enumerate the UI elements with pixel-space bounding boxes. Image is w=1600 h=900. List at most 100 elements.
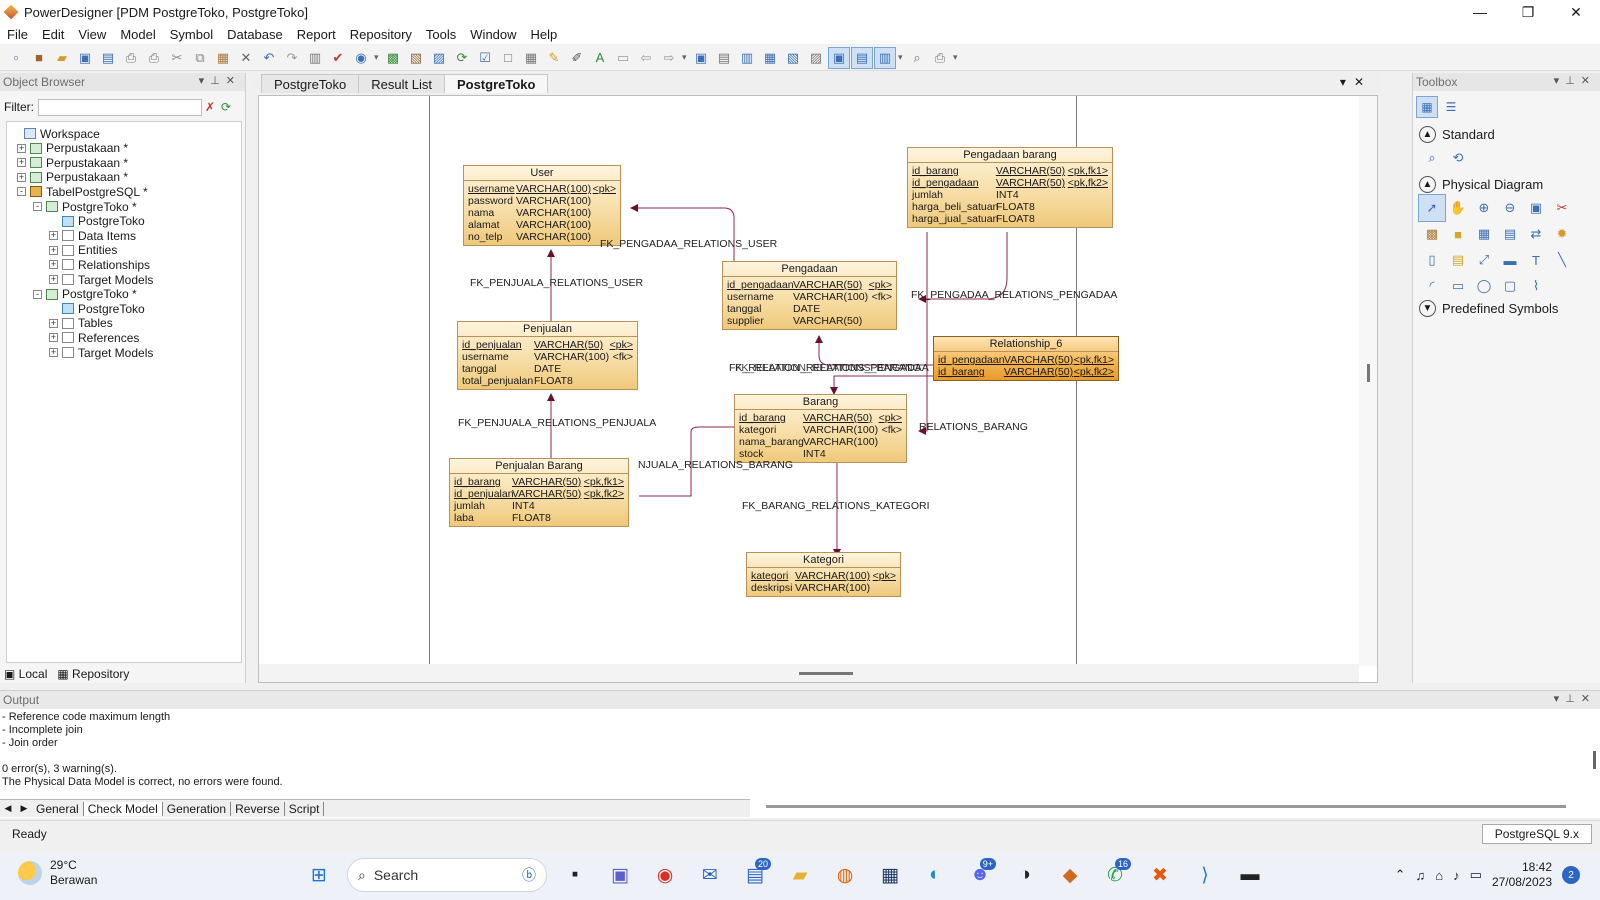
layout-icon[interactable]: ▣ [694,49,708,65]
relation-label-penjualanbarang-penjualan[interactable]: FK_PENJUALA_RELATIONS_PENJUALA [458,417,657,429]
microphone-icon[interactable]: ♫ [1415,867,1426,883]
tab-repository[interactable]: ▦ Repository [57,667,130,681]
reverse-icon[interactable]: ▧ [409,49,423,65]
refresh-filter-icon[interactable]: ⟳ [220,100,232,114]
tab-result-list[interactable]: Result List [358,74,445,93]
tab-postgretoko-1[interactable]: PostgreToko [261,74,360,93]
impact-icon[interactable]: ☑ [479,49,491,65]
undo-icon[interactable]: ↶ [263,49,275,65]
output-pin-icon[interactable]: ⊥ [1565,693,1581,705]
tree-node[interactable]: PostgreToko [49,301,145,316]
relation-label-penjualanbarang-barang[interactable]: NJUALA_RELATIONS_BARANG [638,459,794,471]
output-menu-icon[interactable]: ▾ [1553,693,1566,705]
save-all-icon[interactable]: ▤ [101,49,115,65]
toolbox-section-physical[interactable]: ▲ Physical Diagram [1415,173,1599,195]
expand-icon[interactable]: + [49,317,58,328]
menu-database[interactable]: Database [227,26,283,42]
page-icon[interactable]: ▥ [740,49,754,65]
expand-icon[interactable]: + [49,332,58,343]
task-view-icon[interactable]: ▪ [571,864,579,885]
tree-node[interactable]: +Entities [49,243,117,258]
copy-icon[interactable]: ⧉ [195,49,205,65]
mail-app-icon[interactable]: ▤20 [738,858,772,892]
tree-node[interactable]: +Perpustakaan * [17,141,128,156]
output-tab-general[interactable]: General [32,801,84,816]
tree-node[interactable]: +Target Models [49,272,153,287]
chrome-icon[interactable]: ◉ [656,864,674,886]
powerdesigner-taskbar-icon[interactable]: ◆ [1062,864,1078,886]
pin-icon[interactable]: ⊥ [210,75,226,87]
arrange-icon[interactable]: ▤ [717,49,731,65]
mail-icon[interactable]: ✉ [702,864,718,886]
line-icon[interactable]: ╲ [1558,252,1566,267]
expand-icon[interactable]: + [17,157,26,168]
paste-icon[interactable]: ▦ [216,49,230,65]
relation-label-relationship-barang[interactable]: FK_RELATION_RELATIONS_BARANG [735,362,921,374]
arc-icon[interactable]: ◜ [1429,278,1435,293]
zoom-in-icon[interactable]: ⊕ [1478,200,1490,215]
steam-icon[interactable]: ◑ [1019,864,1031,885]
output-vertical-scrollbar[interactable] [1593,751,1596,769]
tree-node[interactable]: +Perpustakaan * [17,155,128,170]
file-explorer-icon[interactable]: ▰ [792,864,808,886]
forward-icon[interactable]: ⇨ [663,49,675,65]
tree-node[interactable]: -PostgreToko * [33,199,137,214]
refresh-icon[interactable]: ⟳ [456,49,468,65]
output-tab-check-model[interactable]: Check Model [83,801,163,816]
tree-node[interactable]: PostgreToko [49,214,145,229]
find-icon[interactable]: ⌕ [913,49,921,65]
new-project-icon[interactable]: ■ [35,50,43,65]
rounded-rectangle-icon[interactable]: ▢ [1503,278,1517,293]
print-icon[interactable]: ⎙ [148,49,160,65]
collapse-icon[interactable]: - [33,202,42,211]
document-close-icon[interactable]: ✕ [1353,75,1372,89]
globe-icon[interactable]: ◉ [355,49,367,65]
vscode-icon[interactable]: ⟩ [1201,864,1209,886]
toolbox-menu-icon[interactable]: ▾ [1553,75,1566,87]
open-package-icon[interactable]: ▣ [1529,200,1543,215]
list-view-icon[interactable]: ☰ [1445,100,1457,114]
print-preview-icon[interactable]: ⎙ [125,49,137,65]
tree-node[interactable]: +Target Models [49,345,153,360]
tray-overflow-icon[interactable]: ⌃ [1394,867,1406,882]
file-icon[interactable]: ▯ [1428,252,1436,267]
firefox-icon[interactable]: ◍ [836,864,854,886]
rectangle-tool-icon[interactable]: ▭ [1451,278,1465,293]
output-horizontal-scrollbar[interactable] [766,805,1566,808]
terminal-icon[interactable]: ▬ [1240,864,1260,885]
menu-edit[interactable]: Edit [41,26,65,42]
link-icon[interactable]: ⤢ [1478,252,1490,267]
expand-icon[interactable]: + [17,142,26,153]
note-icon[interactable]: ■ [1454,226,1462,242]
zoom-out-icon[interactable]: ⊖ [1504,200,1516,215]
brush-icon[interactable]: ✐ [571,49,583,65]
tree-node[interactable]: +Relationships [49,257,150,272]
toolbox-section-standard[interactable]: ▲ Standard [1415,123,1599,145]
tree-node[interactable]: +References [49,330,139,345]
menu-window[interactable]: Window [470,26,517,42]
new-icon[interactable]: ▫ [13,50,19,65]
cut-icon[interactable]: ✂ [171,49,183,65]
next-page-icon[interactable]: ▦ [763,49,777,65]
tree-node[interactable]: -TabelPostgreSQL * [17,184,148,199]
grabber-icon[interactable]: ✋ [1449,200,1467,215]
relation-label-pengadaanbarang-pengadaan[interactable]: FK_PENGADAA_RELATIONS_PENGADAA [911,289,1118,301]
filter-input[interactable] [38,98,202,116]
toolbox-close-icon[interactable]: ✕ [1580,75,1596,87]
relation-label-pengadaanbarang-barang[interactable]: RELATIONS_BARANG [919,421,1028,433]
menu-file[interactable]: File [7,26,28,42]
tool-delete-icon[interactable]: ✂ [1556,200,1568,215]
edge-icon[interactable]: ◐ [929,864,941,885]
menu-view[interactable]: View [78,26,107,42]
tab-local[interactable]: ▣ Local [4,667,48,681]
start-icon[interactable]: ⊞ [311,864,327,886]
xampp-icon[interactable]: ✖ [1152,864,1168,886]
menu-report[interactable]: Report [296,26,336,42]
table-icon[interactable]: ▦ [1477,226,1491,241]
ellipse-icon[interactable]: ◯ [1476,278,1492,293]
